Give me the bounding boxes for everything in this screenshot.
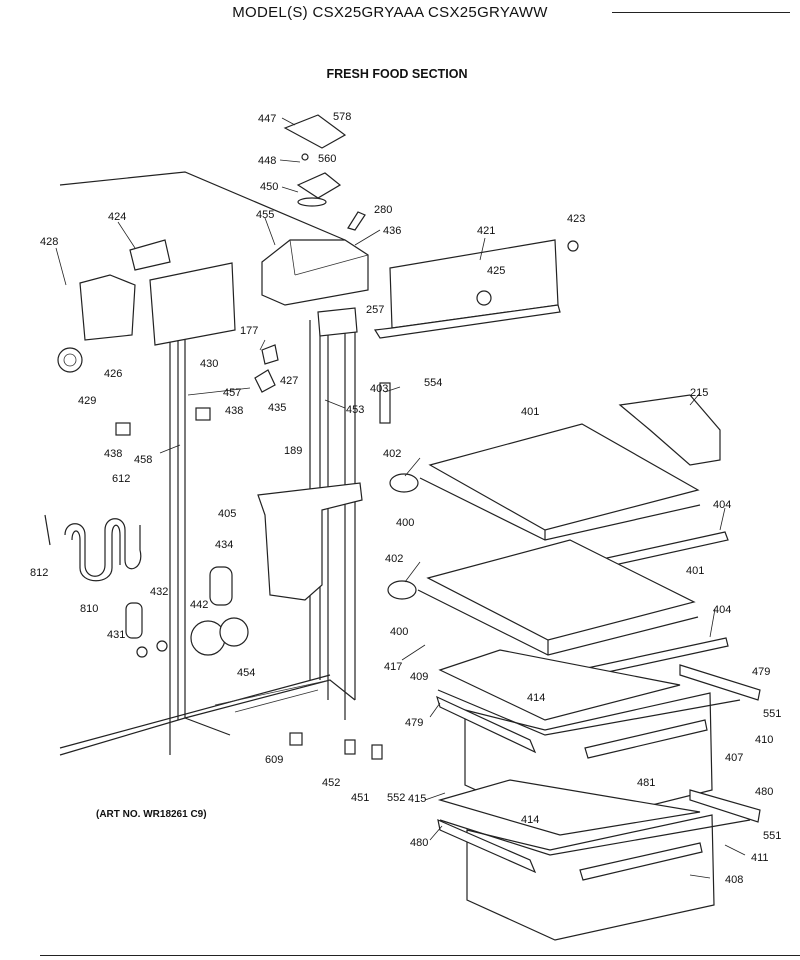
label-414a: 414: [527, 692, 545, 704]
label-421: 421: [477, 225, 495, 237]
damper-and-fan: [125, 382, 391, 760]
label-479a: 479: [752, 666, 770, 678]
header-rule: [612, 12, 790, 13]
label-452: 452: [322, 777, 340, 789]
label-189: 189: [284, 445, 302, 457]
label-578: 578: [333, 111, 351, 123]
heater-assembly: [44, 514, 142, 582]
label-402a: 402: [383, 448, 401, 460]
label-810: 810: [80, 603, 98, 615]
label-400a: 400: [396, 517, 414, 529]
label-447: 447: [258, 113, 276, 125]
label-411: 411: [751, 852, 769, 864]
glass-shelves: [387, 394, 729, 679]
label-612: 612: [112, 473, 130, 485]
label-410: 410: [755, 734, 773, 746]
label-414b: 414: [521, 814, 539, 826]
label-552: 552: [387, 792, 405, 804]
label-423: 423: [567, 213, 585, 225]
label-480b: 480: [410, 837, 428, 849]
hinge-cover-parts: [283, 114, 366, 231]
label-430: 430: [200, 358, 218, 370]
label-401a: 401: [521, 406, 539, 418]
part-labels: 447 578 448 560 450 455 280 436 421 423 …: [30, 111, 781, 886]
label-431: 431: [107, 629, 125, 641]
label-404a: 404: [713, 499, 731, 511]
label-402b: 402: [385, 553, 403, 565]
label-453: 453: [346, 404, 364, 416]
label-436: 436: [383, 225, 401, 237]
label-429: 429: [78, 395, 96, 407]
model-title: MODEL(S) CSX25GRYAAA CSX25GRYAWW: [232, 4, 548, 21]
label-403: 403: [370, 383, 388, 395]
label-481: 481: [637, 777, 655, 789]
label-405: 405: [218, 508, 236, 520]
label-560: 560: [318, 153, 336, 165]
label-404b: 404: [713, 604, 731, 616]
footer-rule: [40, 955, 800, 956]
label-434: 434: [215, 539, 233, 551]
label-409: 409: [410, 671, 428, 683]
label-417: 417: [384, 661, 402, 673]
label-401b: 401: [686, 565, 704, 577]
label-454: 454: [237, 667, 255, 679]
label-424: 424: [108, 211, 126, 223]
label-812: 812: [30, 567, 48, 579]
label-455: 455: [256, 209, 274, 221]
label-438b: 438: [104, 448, 122, 460]
label-432: 432: [150, 586, 168, 598]
label-458: 458: [134, 454, 152, 466]
label-215: 215: [690, 387, 708, 399]
label-428: 428: [40, 236, 58, 248]
label-257: 257: [366, 304, 384, 316]
label-425: 425: [487, 265, 505, 277]
label-480a: 480: [755, 786, 773, 798]
crisper-pans: [436, 649, 761, 941]
control-housing: [261, 239, 369, 306]
light-shield-panel: [373, 239, 579, 339]
label-435: 435: [268, 402, 286, 414]
label-426: 426: [104, 368, 122, 380]
label-479b: 479: [405, 717, 423, 729]
label-408: 408: [725, 874, 743, 886]
label-280: 280: [374, 204, 392, 216]
label-609: 609: [265, 754, 283, 766]
label-442: 442: [190, 599, 208, 611]
label-177: 177: [240, 325, 258, 337]
label-407: 407: [725, 752, 743, 764]
label-554: 554: [424, 377, 442, 389]
label-427: 427: [280, 375, 298, 387]
cabinet-liner: [59, 171, 356, 756]
left-side-components: [57, 239, 358, 436]
art-number: (ART NO. WR18261 C9): [96, 809, 207, 820]
label-448: 448: [258, 155, 276, 167]
label-457: 457: [223, 387, 241, 399]
label-415: 415: [408, 793, 426, 805]
leader-lines: [55, 117, 746, 879]
label-438a: 438: [225, 405, 243, 417]
section-title: FRESH FOOD SECTION: [326, 67, 468, 81]
label-400b: 400: [390, 626, 408, 638]
label-451: 451: [351, 792, 369, 804]
label-551a: 551: [763, 708, 781, 720]
label-551b: 551: [763, 830, 781, 842]
label-450: 450: [260, 181, 278, 193]
